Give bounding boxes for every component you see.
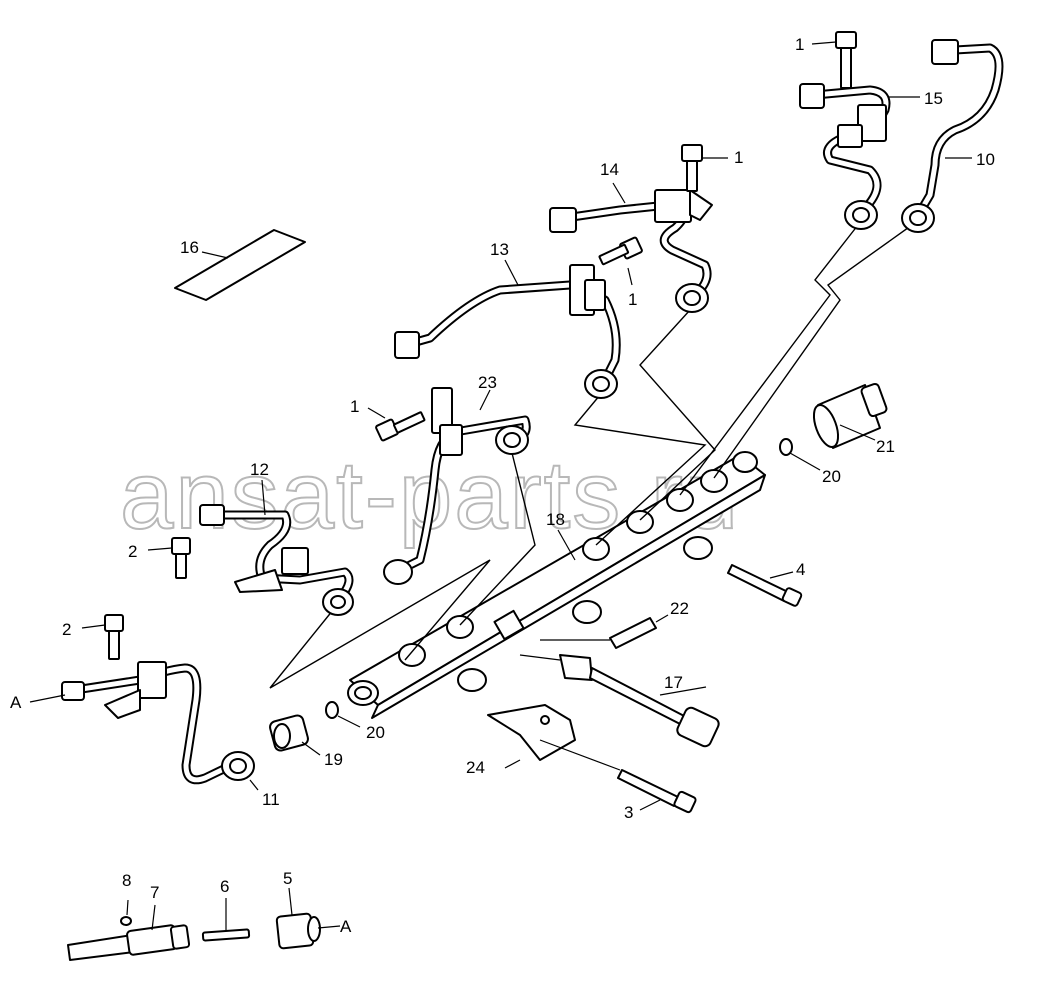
part-20-o-ring-lower[interactable]	[325, 701, 339, 719]
part-16-label-plate[interactable]	[174, 229, 306, 301]
callout-11[interactable]: 11	[262, 790, 280, 809]
leader-lines	[29, 41, 972, 931]
callout-1-upper-middle[interactable]: 1	[734, 148, 743, 167]
leader-23-to-rail	[459, 444, 536, 626]
callout-16[interactable]: 16	[180, 238, 199, 257]
part-1-bolt-upper-middle[interactable]	[681, 144, 703, 192]
callout-ref-a-right[interactable]: A	[340, 917, 352, 936]
callout-10[interactable]: 10	[976, 150, 995, 169]
leader-13-to-rail	[573, 394, 707, 546]
callout-6[interactable]: 6	[220, 877, 229, 896]
callout-4[interactable]: 4	[796, 560, 805, 579]
callout-1-left[interactable]: 1	[350, 397, 359, 416]
callout-21[interactable]: 21	[876, 437, 895, 456]
part-8-o-ring-small[interactable]	[120, 916, 132, 926]
callout-20-lower[interactable]: 20	[366, 723, 385, 742]
part-22-label-strip[interactable]	[609, 617, 657, 649]
callout-15[interactable]: 15	[924, 89, 943, 108]
part-10-fuel-pipe[interactable]	[901, 39, 1004, 233]
part-1-bolt-middle[interactable]	[598, 236, 643, 266]
part-18-fuel-rail[interactable]	[347, 451, 766, 719]
part-1-bolt-left[interactable]	[375, 411, 426, 442]
part-3-long-bolt[interactable]	[617, 769, 697, 814]
callout-23[interactable]: 23	[478, 373, 497, 392]
leader-12-to-rail	[269, 559, 491, 689]
leader-14-to-rail	[639, 309, 716, 521]
callout-ref-a-left[interactable]: A	[10, 693, 22, 712]
callout-17[interactable]: 17	[664, 673, 683, 692]
part-14-fuel-pipe[interactable]	[549, 189, 713, 313]
part-4-long-bolt[interactable]	[727, 564, 803, 607]
part-13-fuel-pipe[interactable]	[394, 264, 621, 399]
callout-24[interactable]: 24	[466, 758, 485, 777]
part-11-fuel-pipe[interactable]	[61, 661, 255, 785]
leader-15-to-rail	[679, 224, 859, 496]
callout-14[interactable]: 14	[600, 160, 619, 179]
part-6-filter-rod[interactable]	[201, 928, 251, 942]
callout-1-top-right[interactable]: 1	[795, 35, 804, 54]
callout-13[interactable]: 13	[490, 240, 509, 259]
callout-8[interactable]: 8	[122, 871, 131, 890]
callout-labels: 1 15 10 1 14 13 1 16 23 1 12 2 2 A 11 19…	[10, 35, 995, 936]
callout-7[interactable]: 7	[150, 883, 159, 902]
part-7-injector-body[interactable]	[67, 924, 191, 961]
leader-10-to-rail	[713, 224, 913, 479]
callout-1-middle[interactable]: 1	[628, 290, 637, 309]
callout-22[interactable]: 22	[670, 599, 689, 618]
callout-19[interactable]: 19	[324, 750, 343, 769]
part-20-o-ring-upper[interactable]	[779, 438, 793, 456]
callout-5[interactable]: 5	[283, 869, 292, 888]
callout-2-upper[interactable]: 2	[128, 542, 137, 561]
part-12-fuel-pipe[interactable]	[199, 504, 354, 616]
part-24-bracket[interactable]	[487, 704, 576, 761]
callout-18[interactable]: 18	[546, 510, 565, 529]
callout-20-upper[interactable]: 20	[822, 467, 841, 486]
part-23-fuel-pipe[interactable]	[383, 387, 531, 585]
part-15-fuel-pipe[interactable]	[799, 83, 891, 230]
part-19-fitting[interactable]	[269, 714, 310, 752]
callout-12[interactable]: 12	[250, 460, 269, 479]
part-5-nut[interactable]	[275, 912, 321, 950]
callout-3[interactable]: 3	[624, 803, 633, 822]
callout-2-lower[interactable]: 2	[62, 620, 71, 639]
part-17-pressure-sensor[interactable]	[559, 654, 721, 748]
part-1-bolt-top-right[interactable]	[835, 31, 857, 89]
part-21-pressure-limiter[interactable]	[809, 382, 888, 450]
part-2-bolt-upper[interactable]	[171, 537, 191, 579]
part-2-bolt-lower[interactable]	[104, 614, 124, 660]
